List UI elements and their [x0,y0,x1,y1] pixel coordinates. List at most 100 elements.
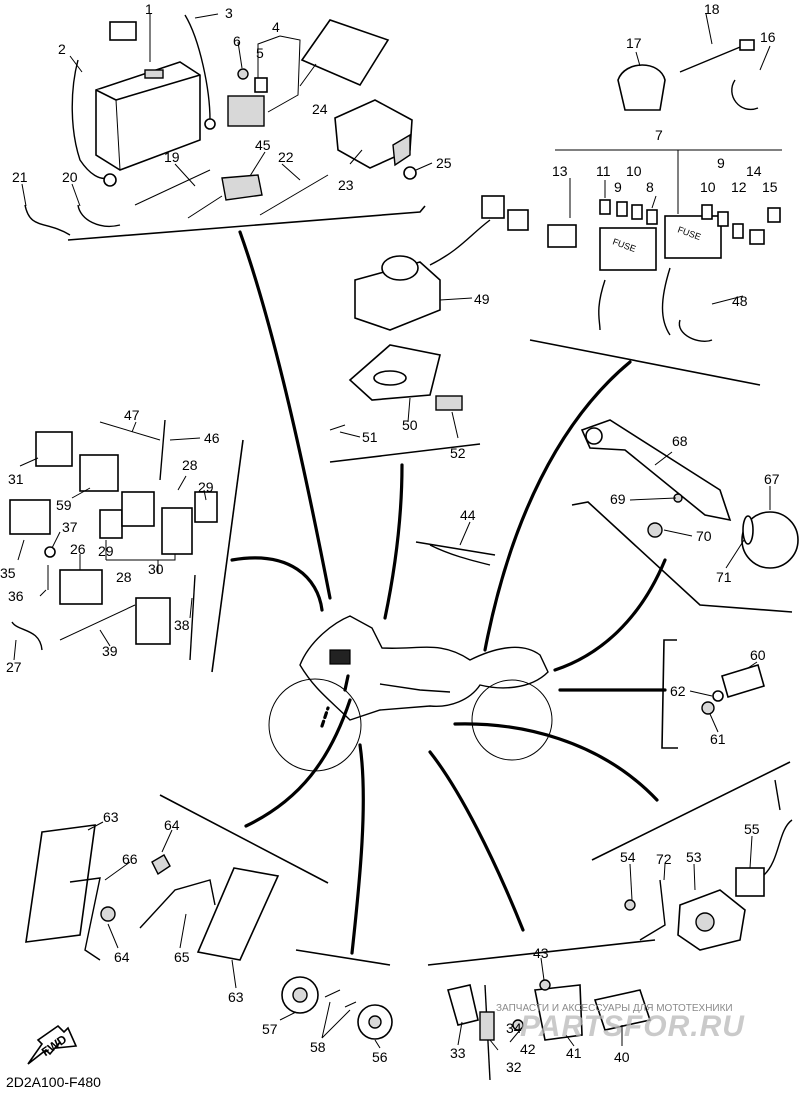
band-19 [134,169,211,206]
relay-31 [35,431,73,467]
lead-21 [24,204,71,236]
callout-7: 7 [655,127,663,143]
callout-71: 71 [716,569,732,585]
relay-35 [9,499,51,535]
horn-group [281,976,393,1040]
route-relays [230,556,324,612]
band-39 [59,604,136,641]
fuse-10 [631,204,643,220]
panel-fuse-border [529,339,761,386]
callout-3: 3 [225,5,233,21]
callout-42: 42 [520,1041,536,1057]
callout-13: 13 [552,163,568,179]
relay-59 [79,454,119,492]
callout-70: 70 [696,528,712,544]
panel-plate-border [661,639,678,749]
callout-19: 19 [164,149,180,165]
callout-72: 72 [656,851,672,867]
sensor-45-wire [187,195,223,219]
callout-43: 43 [533,945,549,961]
callout-60: 60 [750,647,766,663]
washer-71 [742,515,754,545]
reflector-63-left [25,824,96,943]
route-battery [238,230,332,600]
frame-line [379,683,451,693]
callout-64a: 64 [164,817,180,833]
callout-31: 31 [8,471,24,487]
callout-65: 65 [174,949,190,965]
lead-38 [189,574,196,661]
sensor-harness-top [774,779,781,811]
plate-light-group [701,663,765,715]
cover-24 [300,19,390,87]
panel-reflector-border [571,501,793,613]
callout-labels: 1 2 3 4 5 6 7 8 9 9 10 10 11 12 13 14 15… [0,1,780,1075]
callout-58: 58 [310,1039,326,1055]
bracket-41 [534,984,583,1041]
panel-horn-border [295,949,391,966]
connector-a [481,195,505,219]
watermark-logo: PARTSFOR.RU [520,1010,745,1043]
sensor-harness [763,819,793,876]
route-stand [428,750,525,932]
lens-60 [721,663,765,699]
unit-23-plug [392,133,411,167]
callout-34: 34 [506,1020,522,1036]
callout-25: 25 [436,155,452,171]
callout-40: 40 [614,1049,630,1065]
callout-4: 4 [272,19,280,35]
callout-62: 62 [670,683,686,699]
lead-48 [678,319,713,342]
switch-40 [593,989,652,1031]
callout-59: 59 [56,497,72,513]
body-outline [299,615,549,721]
sensor-45-body [221,174,263,201]
motorcycle-outline [268,615,553,772]
relay-28 [121,491,155,527]
horn-56-center [368,1015,382,1029]
nut-64b [151,854,171,876]
callout-21: 21 [12,169,28,185]
callout-14: 14 [746,163,762,179]
callout-64b: 64 [114,949,130,965]
clamp-17 [617,64,666,111]
washer-37 [44,546,56,558]
bracket-slot [373,370,407,386]
callout-67: 67 [764,471,780,487]
side-reflector-group [25,824,280,961]
panel-relay-border [211,439,244,673]
reflector-63-right [196,867,280,961]
sensor-53-shaft [695,912,715,932]
relay-29b [194,491,218,523]
callout-61: 61 [710,731,726,747]
callout-32: 32 [506,1059,522,1075]
panel-ecu-border [329,443,481,463]
callout-54: 54 [620,849,636,865]
panel-side-reflector-border [159,794,329,884]
callout-12: 12 [731,179,747,195]
callout-16: 16 [760,29,776,45]
callout-63b: 63 [228,989,244,1005]
callout-8: 8 [646,179,654,195]
reflector-group [580,419,799,569]
nut-64a [100,906,116,922]
callout-30: 30 [148,561,164,577]
callout-10b: 10 [700,179,716,195]
callout-17: 17 [626,35,642,51]
route-horn [350,743,365,955]
callout-63a: 63 [103,809,119,825]
fuse-10b [701,204,713,220]
fuse-9b [717,211,729,227]
fuse-8 [646,209,658,225]
callout-10a: 10 [626,163,642,179]
screw-51 [329,424,346,431]
band-47 [99,421,161,441]
front-wheel [268,678,362,772]
fuse-box-left [599,227,657,271]
bracket-68 [580,419,732,522]
callout-45: 45 [255,137,271,153]
callout-36: 36 [8,588,24,604]
callout-5: 5 [256,45,264,61]
throttle-sensor-group [624,779,793,951]
screws-58 [324,989,357,1008]
